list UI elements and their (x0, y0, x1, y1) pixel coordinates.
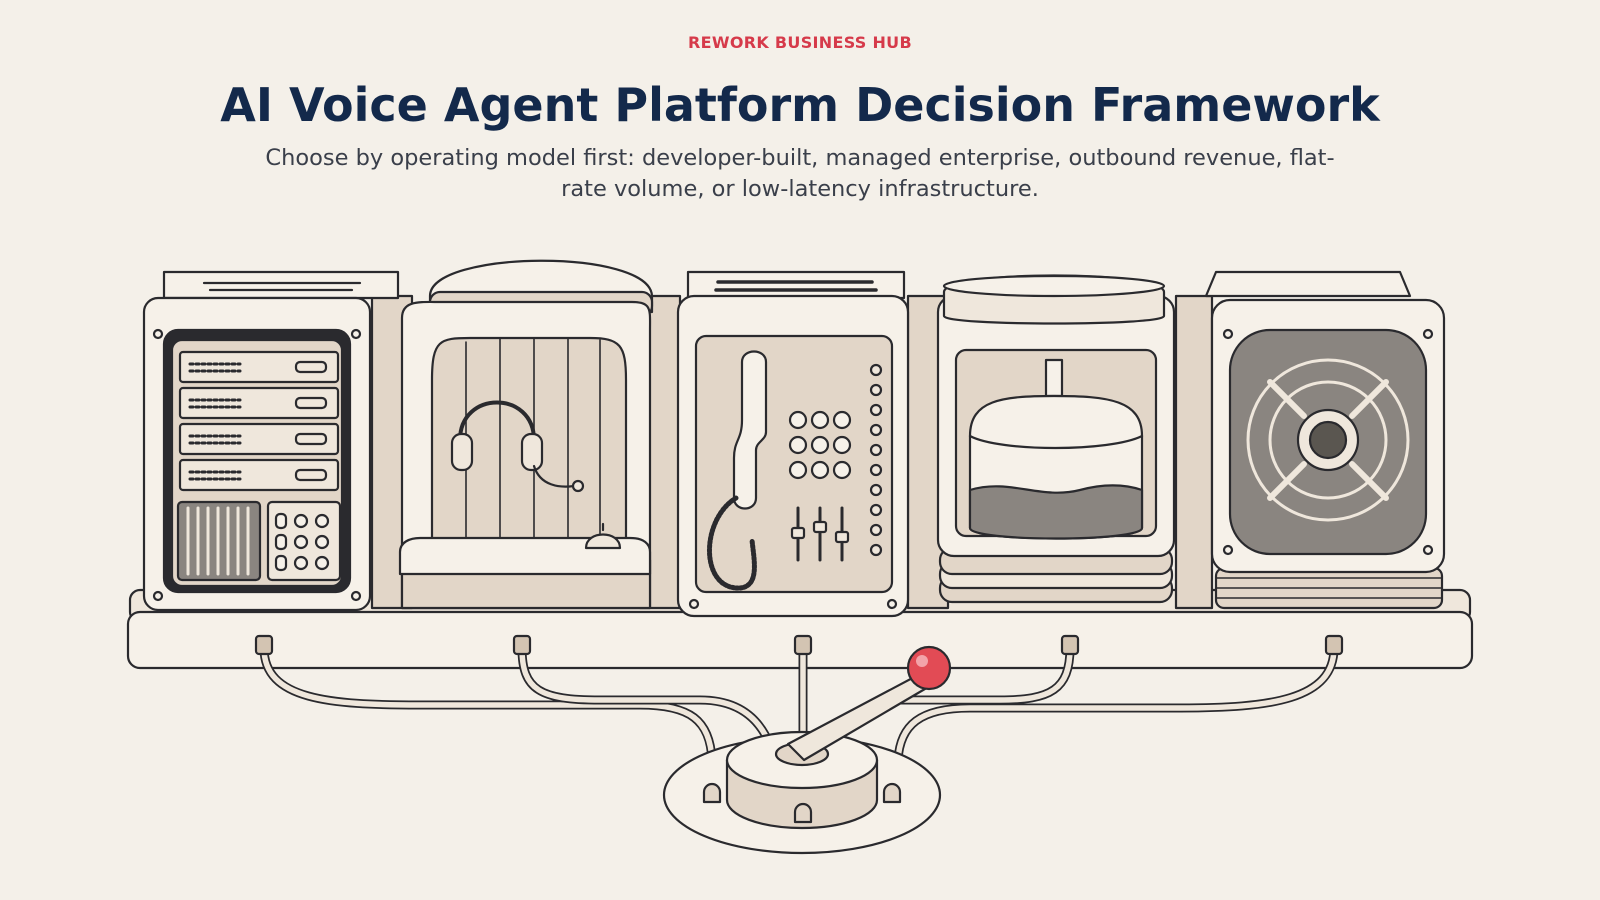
page-title: AI Voice Agent Platform Decision Framewo… (220, 78, 1380, 132)
headset-icon (398, 259, 654, 610)
server-rack-icon (142, 270, 400, 612)
speaker-icon (1204, 270, 1446, 610)
decision-machine-illustration (126, 259, 1474, 855)
cable-connectors (254, 634, 1344, 656)
page-subtitle: Choose by operating model first: develop… (265, 145, 1335, 202)
tank-icon (936, 274, 1176, 604)
lever-switch (662, 645, 952, 855)
eyebrow-label: REWORK BUSINESS HUB (688, 33, 912, 52)
telephone-icon (676, 270, 910, 618)
